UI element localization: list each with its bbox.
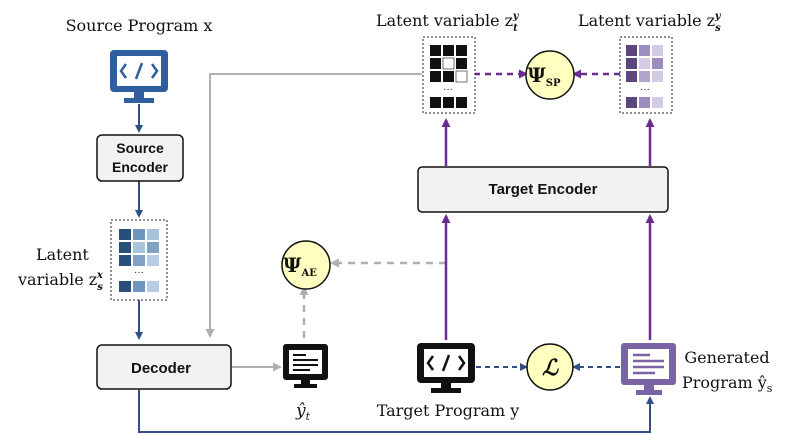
svg-text:···: ··· — [443, 84, 453, 95]
code-monitor-icon — [110, 50, 168, 103]
target-program-label: Target Program y — [377, 401, 520, 420]
loss-label: ℒ — [542, 355, 559, 381]
document-monitor-icon — [621, 343, 676, 395]
document-monitor-icon — [283, 344, 328, 388]
latent-t-label: Latent variable zty — [376, 11, 520, 34]
latent-t-matrix: ··· — [422, 36, 476, 114]
psi-sp-node: ΨSP — [525, 50, 575, 100]
svg-text:···: ··· — [640, 84, 650, 95]
target-encoder-box: Target Encoder — [417, 166, 669, 213]
arrow-latent-t-to-decoder — [205, 73, 422, 338]
target-encoder-label: Target Encoder — [489, 181, 598, 198]
latent-x-label-line2: variable zsx — [17, 270, 104, 293]
generated-label-line2: Program ŷs — [682, 373, 773, 395]
svg-text:ΨSP: ΨSP — [527, 63, 560, 89]
latent-x-matrix: ··· — [110, 219, 168, 301]
source-encoder-label-line2: Encoder — [112, 159, 169, 175]
source-program-label: Source Program x — [66, 16, 213, 35]
svg-text:ΨAE: ΨAE — [283, 253, 317, 279]
decoder-box: Decoder — [96, 344, 232, 390]
source-encoder-box: Source Encoder — [96, 134, 184, 182]
generated-label-line1: Generated — [684, 348, 769, 367]
yhat-t-label: ŷt — [295, 401, 311, 423]
latent-s-label: Latent variable zsy — [578, 11, 722, 34]
psi-ae-node: ΨAE — [281, 240, 331, 290]
code-monitor-icon — [417, 343, 475, 393]
svg-text:···: ··· — [134, 267, 144, 278]
loss-node: ℒ — [526, 343, 574, 391]
source-encoder-label-line1: Source — [116, 140, 164, 156]
latent-x-label-line1: Latent — [36, 245, 89, 264]
arrow-decoder-to-generated — [138, 390, 654, 433]
decoder-label: Decoder — [131, 360, 191, 377]
latent-s-matrix: ··· — [619, 36, 673, 114]
